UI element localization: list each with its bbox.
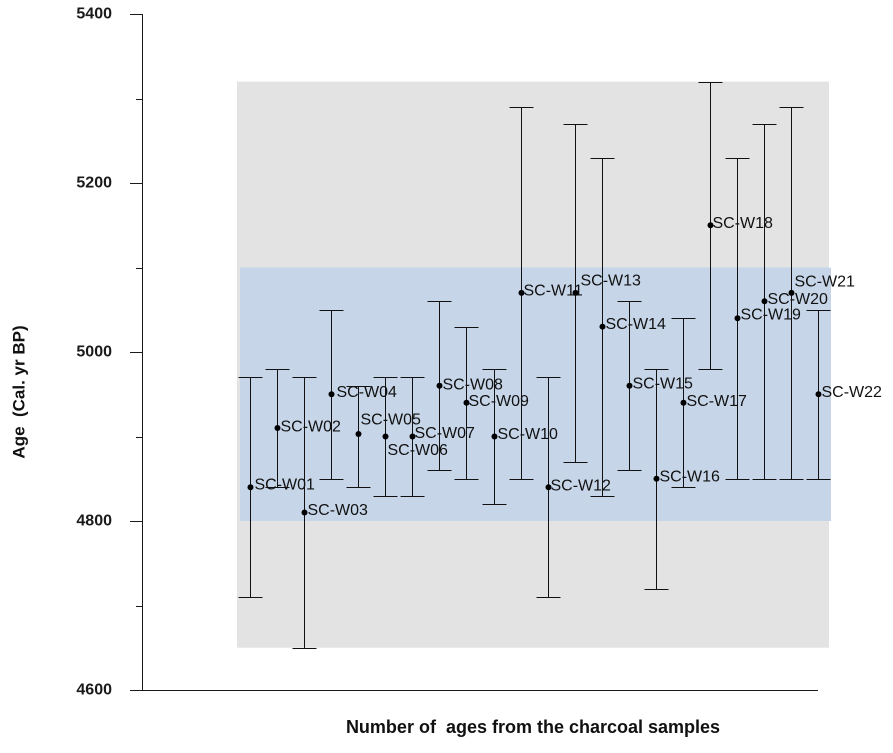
range-bands	[237, 81, 831, 648]
x-axis-title: Number of ages from the charcoal samples	[346, 717, 720, 737]
data-point	[382, 433, 389, 440]
point-label: SC-W01	[255, 477, 316, 494]
point-label: SC-W10	[498, 426, 559, 443]
point-label: SC-W17	[687, 393, 748, 410]
point-labels: SC-W01SC-W02SC-W03SC-W04SC-W05SC-W06SC-W…	[255, 215, 883, 519]
point-label: SC-W13	[581, 272, 642, 289]
y-axis-title: Age (Cal. yr BP)	[10, 325, 29, 458]
point-label: SC-W11	[524, 282, 583, 299]
point-label: SC-W21	[795, 273, 856, 290]
data-point	[463, 399, 470, 406]
point-label: SC-W12	[551, 478, 612, 495]
data-point	[734, 315, 741, 322]
data-point	[436, 382, 443, 389]
point-label: SC-W19	[741, 307, 802, 324]
y-tick-label: 5000	[76, 344, 112, 361]
error-bar	[346, 386, 371, 488]
data-point	[572, 289, 579, 296]
data-point	[328, 391, 335, 398]
y-axis-ticks: 4600 4800 5000 5200 5400	[76, 6, 142, 699]
y-tick-label: 5200	[76, 175, 112, 192]
data-point	[707, 222, 714, 229]
data-point	[680, 399, 687, 406]
data-point	[355, 430, 362, 437]
data-point	[301, 509, 308, 516]
range-band	[240, 267, 831, 521]
data-point	[409, 433, 416, 440]
axes	[142, 14, 818, 691]
point-label: SC-W05	[361, 411, 422, 428]
point-label: SC-W09	[469, 393, 530, 410]
data-point	[274, 425, 281, 432]
point-label: SC-W20	[768, 291, 829, 308]
data-point	[518, 289, 525, 296]
data-point	[815, 391, 822, 398]
data-points	[247, 222, 822, 516]
point-label: SC-W18	[713, 215, 774, 232]
data-point	[653, 475, 660, 482]
data-point	[247, 484, 254, 491]
y-tick-label: 4800	[76, 513, 112, 530]
data-point	[545, 484, 552, 491]
data-point	[788, 289, 795, 296]
data-point	[491, 433, 498, 440]
point-label: SC-W15	[633, 375, 694, 392]
point-label: SC-W14	[606, 316, 667, 333]
point-label: SC-W22	[822, 384, 883, 401]
point-label: SC-W07	[415, 425, 476, 442]
data-point	[761, 298, 768, 305]
point-label: SC-W04	[337, 384, 398, 401]
data-point	[599, 323, 606, 330]
point-label: SC-W06	[388, 442, 449, 459]
point-label: SC-W03	[308, 502, 369, 519]
point-label: SC-W08	[443, 376, 504, 393]
data-point	[626, 382, 633, 389]
y-tick-label: 4600	[76, 682, 112, 699]
point-label: SC-W16	[660, 468, 721, 485]
y-tick-label: 5400	[76, 6, 112, 23]
point-label: SC-W02	[281, 419, 342, 436]
